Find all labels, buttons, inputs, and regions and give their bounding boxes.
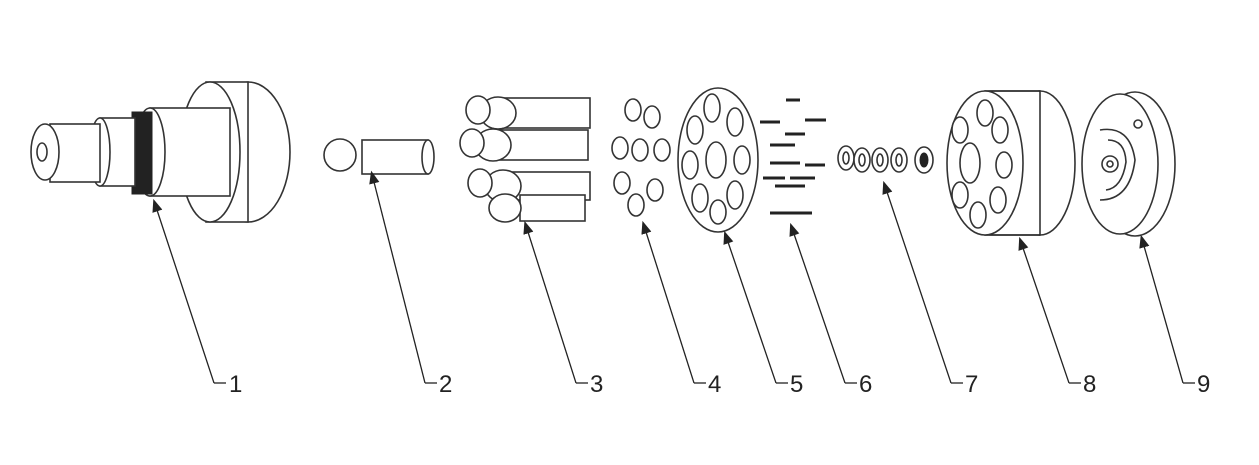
part-4-rings	[611, 98, 671, 217]
callout-2: 2	[369, 170, 452, 398]
callout-label-6: 6	[859, 371, 872, 398]
callout-7: 7	[882, 180, 978, 398]
callout-label-2: 2	[439, 371, 452, 398]
callout-label-8: 8	[1083, 371, 1096, 398]
callout-1: 1	[152, 198, 242, 398]
callout-6: 6	[789, 222, 872, 398]
callout-label-1: 1	[229, 371, 242, 398]
callout-3: 3	[523, 220, 603, 398]
part-9-valve-plate	[1081, 91, 1176, 237]
callout-label-4: 4	[708, 371, 721, 398]
callout-label-9: 9	[1197, 371, 1210, 398]
callout-9: 9	[1139, 234, 1210, 398]
part-8-cylinder-block	[946, 90, 1076, 236]
part-7-washers	[837, 145, 934, 174]
callout-label-5: 5	[790, 371, 803, 398]
part-2-pin	[323, 138, 435, 175]
callout-label-3: 3	[590, 371, 603, 398]
callout-label-7: 7	[965, 371, 978, 398]
part-3-pistons	[459, 95, 591, 223]
part-6-bolts	[760, 98, 826, 215]
part-5-retainer-plate	[677, 87, 759, 233]
callout-8: 8	[1018, 236, 1096, 398]
part-1-shaft	[30, 81, 291, 223]
callout-5: 5	[723, 230, 803, 398]
callout-4: 4	[641, 220, 721, 398]
